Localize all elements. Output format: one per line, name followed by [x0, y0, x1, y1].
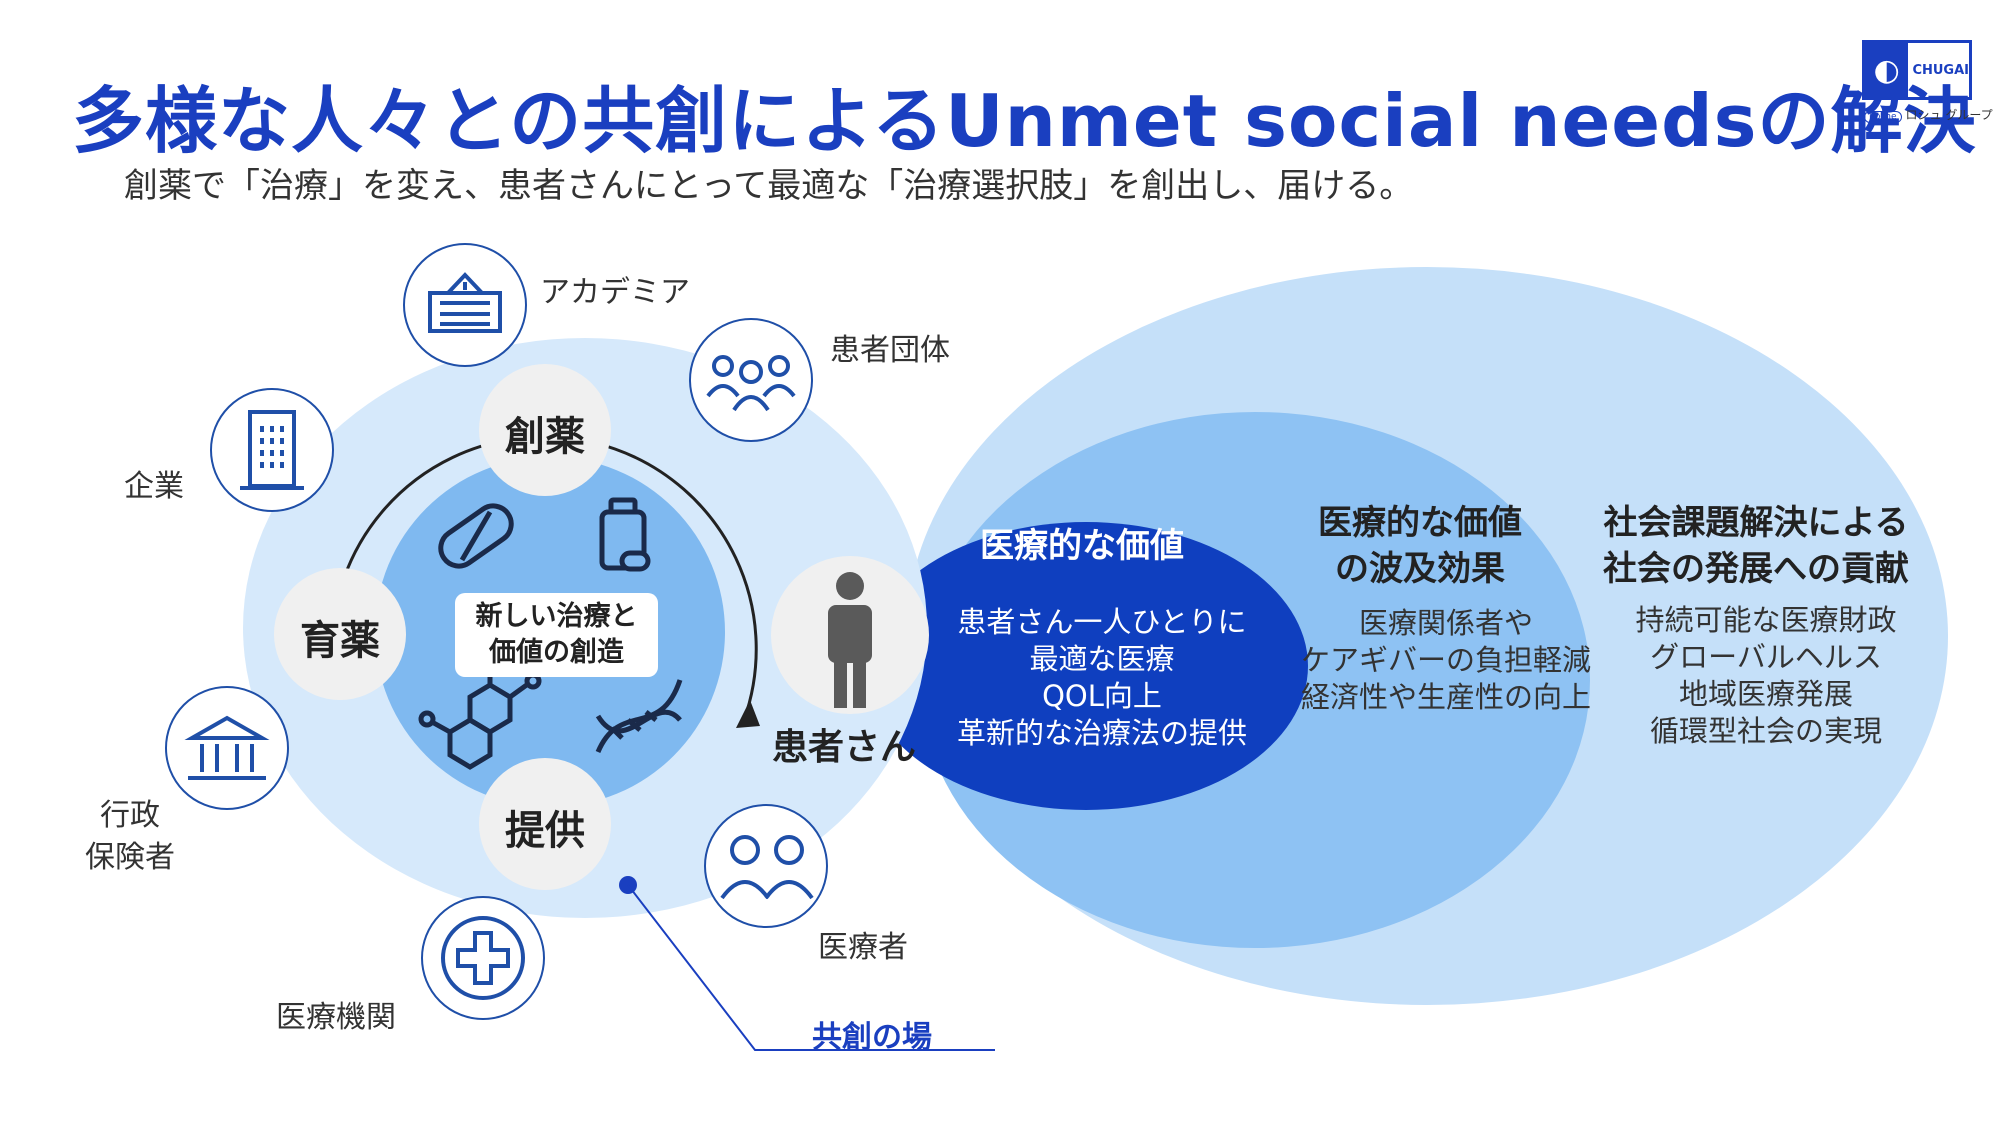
cycle-arc	[342, 435, 758, 721]
delivery-node	[479, 758, 611, 890]
academia-icon	[403, 243, 527, 367]
social-title-line-2: 社会の発展への貢献	[1603, 549, 1909, 589]
center-line-1: 新しい治療と	[475, 601, 638, 632]
medical-value-title: 医療的な価値	[980, 526, 1184, 566]
capsule-icon	[438, 503, 514, 569]
government-line-2: 保険者	[85, 840, 175, 875]
medical-value-ellipse	[864, 522, 1308, 810]
social-value-body: 持続可能な医療財政 グローバルヘルス 地域医療発展 循環型社会の実現	[1616, 602, 1916, 750]
medical-value-body: 患者さん一人ひとりに 最適な医療 QOL向上 革新的な治療法の提供	[952, 604, 1252, 752]
academia-label: アカデミア	[540, 275, 690, 310]
development-node	[274, 568, 406, 700]
medical-institutions-icon	[421, 896, 545, 1020]
discovery-label: 創薬	[505, 414, 585, 460]
social-line-3: 地域医療発展	[1678, 677, 1853, 711]
group-text: ロシュ グループ	[1905, 108, 1993, 122]
chugai-logo: ◐ CHUGAI	[1862, 40, 1972, 100]
patient-icon	[828, 572, 872, 708]
page-title: 多様な人々との共創によるUnmet social needsの解決	[72, 79, 1977, 163]
cocreation-callout-line	[627, 884, 995, 1051]
companies-label: 企業	[124, 469, 184, 504]
ripple-title-line-1: 医療的な価値	[1318, 503, 1522, 543]
new-treatment-value-box: 新しい治療と 価値の創造	[455, 593, 658, 677]
patient-groups-icon	[689, 318, 813, 442]
ripple-line-2: ケアギバーの負担軽減	[1300, 643, 1591, 677]
medical-line-4: 革新的な治療法の提供	[956, 716, 1247, 750]
government-icon	[165, 686, 289, 810]
discovery-node	[479, 364, 611, 496]
ripple-value-title: 医療的な価値 の波及効果	[1300, 500, 1540, 592]
medicine-bottle-icon	[599, 497, 651, 572]
ripple-line-1: 医療関係者や	[1358, 606, 1533, 640]
medical-staff-icon	[704, 804, 828, 928]
social-line-2: グローバルヘルス	[1650, 640, 1882, 674]
medical-line-1: 患者さん一人ひとりに	[957, 605, 1247, 639]
medical-staff-label: 医療者	[818, 930, 908, 965]
social-line-1: 持続可能な医療財政	[1635, 603, 1897, 637]
social-title-line-1: 社会課題解決による	[1603, 503, 1909, 543]
chugai-mark-icon: ◐	[1865, 43, 1909, 97]
cycle-arrowhead	[736, 700, 760, 728]
patient-label: 患者さん	[772, 727, 917, 768]
delivery-label: 提供	[505, 808, 585, 854]
cocreation-field-label: 共創の場	[812, 1020, 932, 1055]
companies-icon	[210, 388, 334, 512]
social-line-4: 循環型社会の実現	[1649, 714, 1882, 748]
dna-icon	[595, 679, 683, 753]
government-label: 行政 保険者	[85, 795, 175, 879]
page-subtitle: 創薬で「治療」を変え、患者さんにとって最適な「治療選択肢」を創出し、届ける。	[124, 166, 1414, 206]
roche-logo: Roche	[1864, 111, 1902, 123]
ripple-title-line-2: の波及効果	[1335, 549, 1505, 589]
medical-line-2: 最適な医療	[1029, 642, 1175, 676]
ripple-value-body: 医療関係者や ケアギバーの負担軽減 経済性や生産性の向上	[1296, 605, 1596, 716]
development-label: 育薬	[300, 618, 380, 664]
social-value-title: 社会課題解決による 社会の発展への貢献	[1586, 500, 1926, 592]
government-line-1: 行政	[100, 798, 160, 833]
logo-brand: CHUGAI	[1912, 62, 1969, 78]
medical-line-3: QOL向上	[1042, 679, 1162, 713]
medical-institutions-label: 医療機関	[276, 1000, 396, 1035]
ripple-line-3: 経済性や生産性の向上	[1300, 680, 1591, 714]
patient-groups-label: 患者団体	[830, 333, 950, 368]
center-line-2: 価値の創造	[489, 637, 624, 668]
